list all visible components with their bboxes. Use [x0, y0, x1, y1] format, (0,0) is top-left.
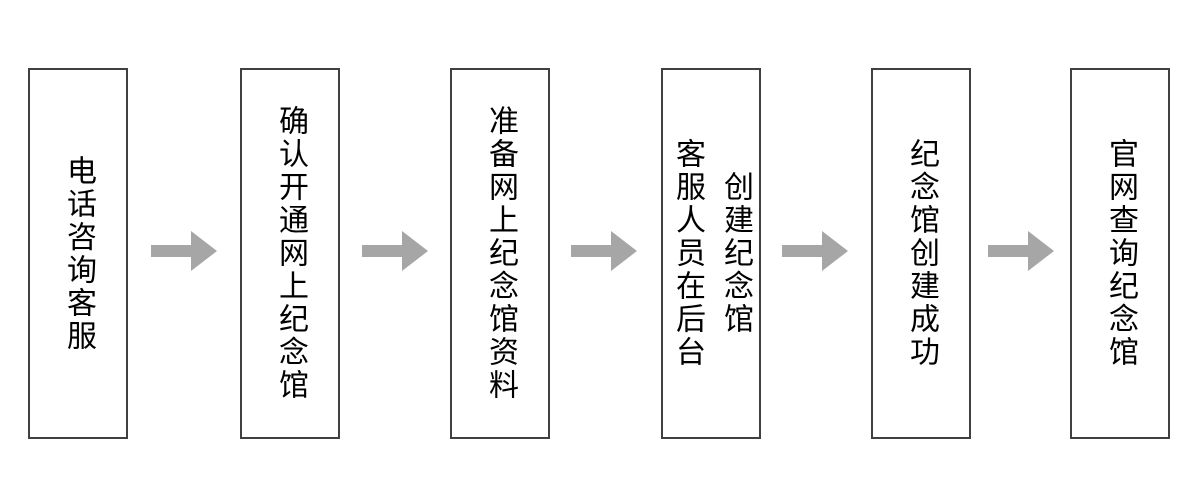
flow-step-label: 纪念馆创建成功: [897, 138, 945, 369]
flow-step-confirm-open: 确认开通网上纪念馆: [240, 68, 340, 439]
flow-step-label: 确认开通网上纪念馆: [266, 105, 314, 402]
flow-step-label: 客服人员在后台 创建纪念馆: [663, 138, 759, 369]
flow-step-label-line: 纪念馆创建成功: [905, 138, 938, 369]
flow-step-label-line: 客服人员在后台: [671, 138, 704, 369]
right-arrow-icon: [782, 231, 848, 271]
flow-step-label: 官网查询纪念馆: [1096, 138, 1144, 369]
flow-step-label-line: 官网查询纪念馆: [1104, 138, 1137, 369]
flow-step-label-line: 创建纪念馆: [719, 171, 752, 336]
right-arrow-icon: [988, 231, 1054, 271]
flow-step-create-success: 纪念馆创建成功: [871, 68, 971, 439]
flow-step-label: 电话咨询客服: [54, 155, 102, 353]
flow-step-official-site-query: 官网查询纪念馆: [1070, 68, 1170, 439]
flow-step-staff-create: 客服人员在后台 创建纪念馆: [661, 68, 761, 439]
flow-step-prepare-materials: 准备网上纪念馆资料: [450, 68, 550, 439]
flow-step-label-line: 准备网上纪念馆资料: [484, 105, 517, 402]
right-arrow-icon: [362, 231, 428, 271]
flow-step-label: 准备网上纪念馆资料: [476, 105, 524, 402]
flow-step-label-line: 确认开通网上纪念馆: [274, 105, 307, 402]
flow-step-label-line: 电话咨询客服: [62, 154, 95, 353]
right-arrow-icon: [571, 231, 637, 271]
right-arrow-icon: [151, 231, 217, 271]
flow-step-phone-consult: 电话咨询客服: [28, 68, 128, 439]
